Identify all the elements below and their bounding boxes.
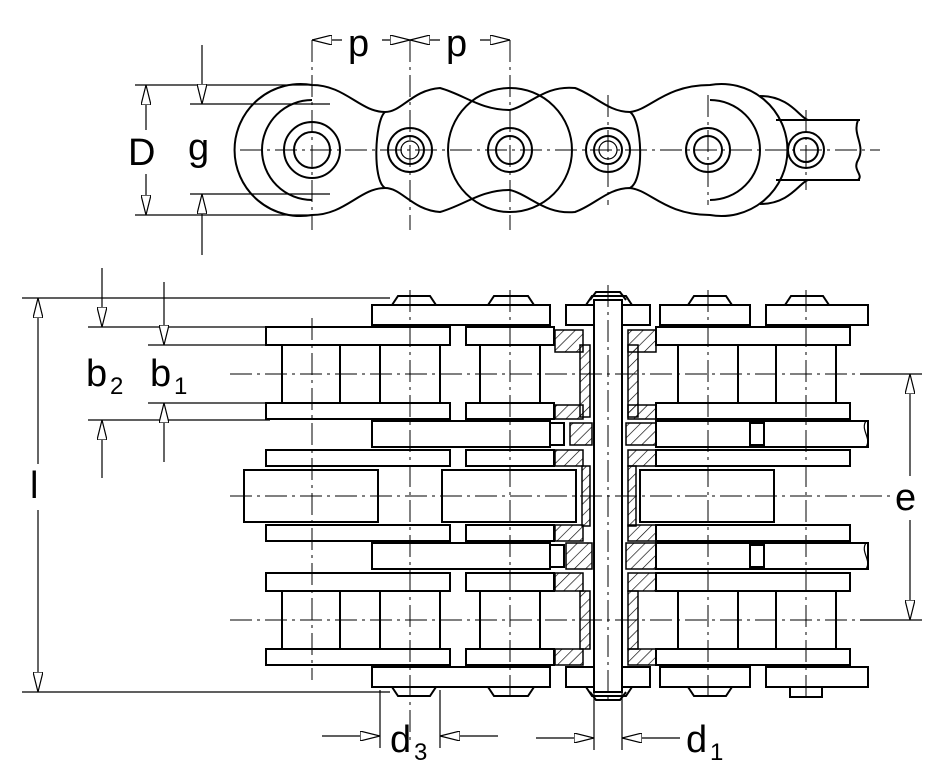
label-p-1: p: [348, 23, 369, 65]
dimension-l: l: [22, 297, 390, 693]
label-e: e: [895, 477, 916, 519]
dimension-D: D: [126, 84, 312, 216]
dimension-b1: b 1: [148, 282, 282, 462]
label-b1: b: [150, 353, 171, 395]
label-g: g: [188, 127, 209, 169]
label-d3-subscript: 3: [414, 739, 427, 766]
chain-side-view: [233, 40, 880, 230]
label-b2: b: [86, 353, 107, 395]
dimension-e: e: [860, 373, 930, 621]
label-d1-subscript: 1: [710, 739, 723, 766]
dimension-d1: d 1: [536, 692, 723, 766]
label-l: l: [30, 465, 38, 507]
label-b1-subscript: 1: [174, 373, 187, 400]
label-D: D: [128, 132, 155, 174]
label-d1: d: [686, 719, 707, 761]
chain-plan-view: [230, 285, 920, 740]
dimension-b2: b 2: [82, 268, 270, 478]
dimension-d3: d 3: [322, 690, 498, 766]
dimension-g: g: [188, 45, 330, 255]
dimension-p: p p: [312, 20, 510, 65]
label-d3: d: [390, 719, 411, 761]
label-b2-subscript: 2: [110, 373, 123, 400]
label-p-2: p: [446, 23, 467, 65]
